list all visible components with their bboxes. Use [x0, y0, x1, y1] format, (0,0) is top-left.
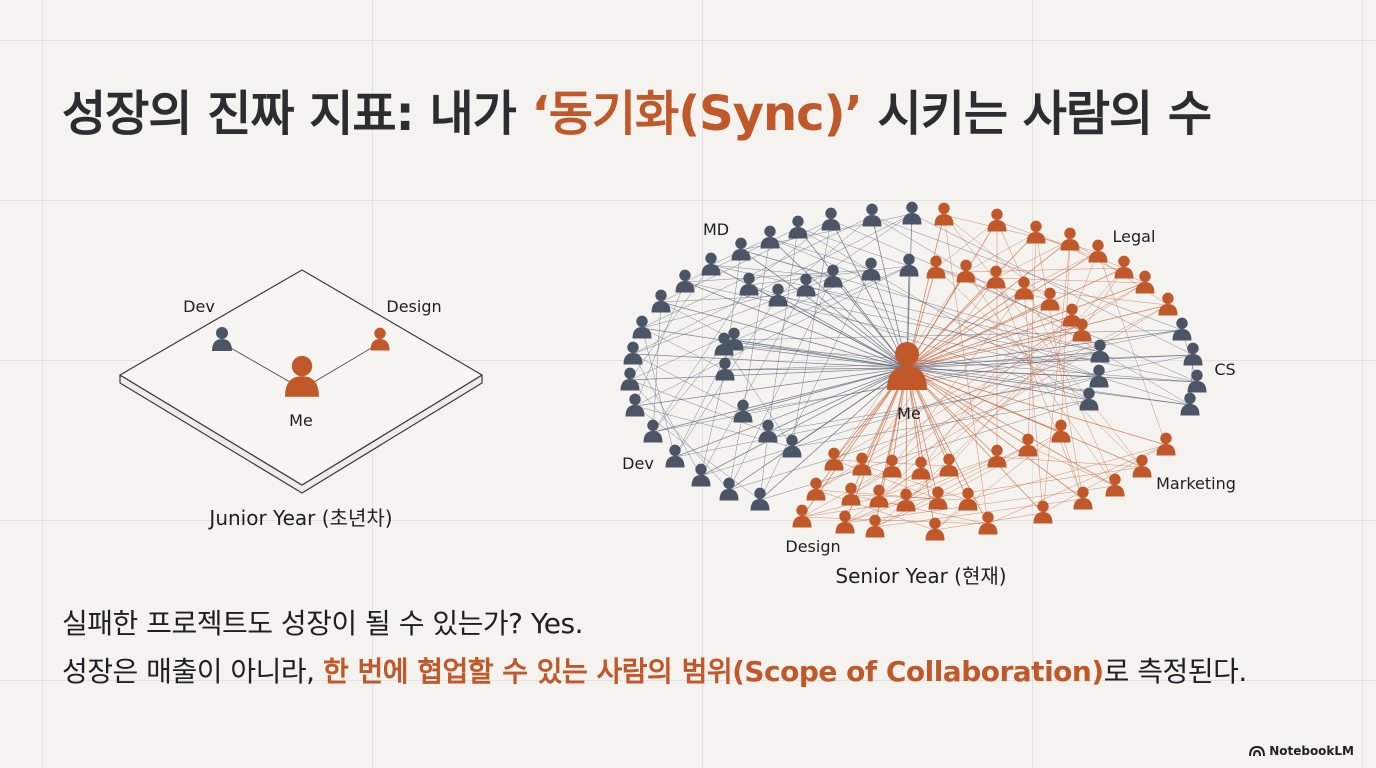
- senior-gray-person: [632, 315, 652, 339]
- page-title: 성장의 진짜 지표: 내가 ‘동기화(Sync)’ 시키는 사람의 수: [62, 74, 1213, 144]
- senior-orange-person: [1132, 454, 1152, 478]
- senior-orange-person: [1033, 500, 1053, 524]
- senior-gray-person: [1183, 342, 1203, 366]
- senior-gray-person: [701, 252, 721, 276]
- senior-gray-person: [651, 289, 671, 313]
- senior-me-label: Me: [897, 404, 921, 423]
- senior-gray-person: [620, 367, 640, 391]
- senior-orange-person: [1018, 433, 1038, 457]
- senior-gray-person: [715, 357, 735, 381]
- senior-caption: Senior Year (현재): [835, 564, 1006, 588]
- senior-orange-person: [896, 488, 916, 512]
- senior-gray-person: [899, 253, 919, 277]
- senior-dev-label: Dev: [622, 454, 654, 473]
- title-prefix: 성장의 진짜 지표: 내가: [62, 86, 532, 142]
- senior-gray-person: [760, 225, 780, 249]
- senior-orange-person: [956, 259, 976, 283]
- senior-gray-person: [1090, 339, 1110, 363]
- senior-gray-person: [862, 203, 882, 227]
- senior-gray-person: [731, 237, 751, 261]
- senior-gray-person: [643, 419, 663, 443]
- senior-orange-person: [987, 444, 1007, 468]
- senior-orange-person: [1135, 270, 1155, 294]
- senior-gray-person: [665, 444, 685, 468]
- senior-gray-person: [691, 463, 711, 487]
- junior-caption: Junior Year (초년차): [207, 506, 392, 530]
- senior-orange-person: [986, 265, 1006, 289]
- senior-orange-person: [926, 255, 946, 279]
- body-line-2-highlight: 한 번에 협업할 수 있는 사람의 범위(Scope of Collaborat…: [322, 655, 1104, 688]
- senior-cs-label: CS: [1214, 360, 1235, 379]
- junior-dev-label: Dev: [183, 297, 215, 316]
- senior-gray-person: [861, 257, 881, 281]
- body-line-2-prefix: 성장은 매출이 아니라,: [62, 655, 323, 688]
- senior-design-label: Design: [785, 537, 840, 556]
- senior-orange-person: [1051, 419, 1071, 443]
- senior-gray-person: [902, 201, 922, 225]
- junior-diagram: Dev Design Me Junior Year (초년차): [119, 269, 483, 530]
- notebooklm-logo: NotebookLM: [1249, 744, 1354, 758]
- senior-md-label: MD: [703, 220, 729, 239]
- senior-gray-person: [788, 215, 808, 239]
- senior-orange-person: [1156, 432, 1176, 456]
- senior-orange-person: [1060, 227, 1080, 251]
- title-suffix: 시키는 사람의 수: [861, 86, 1213, 142]
- senior-orange-person: [1073, 486, 1093, 510]
- junior-me-label: Me: [289, 411, 313, 430]
- senior-marketing-label: Marketing: [1156, 474, 1236, 493]
- senior-gray-person: [750, 487, 770, 511]
- senior-gray-person: [623, 341, 643, 365]
- title-highlight: ‘동기화(Sync)’: [531, 86, 862, 142]
- senior-orange-person: [1114, 255, 1134, 279]
- senior-orange-person: [1026, 220, 1046, 244]
- senior-gray-person: [821, 207, 841, 231]
- senior-orange-person: [1014, 276, 1034, 300]
- junior-design-label: Design: [386, 297, 441, 316]
- senior-orange-person: [987, 208, 1007, 232]
- senior-network: [620, 201, 1207, 541]
- notebooklm-icon: [1249, 745, 1266, 757]
- logo-text: NotebookLM: [1269, 744, 1354, 758]
- senior-legal-label: Legal: [1113, 227, 1156, 246]
- senior-orange-person: [939, 453, 959, 477]
- body-line-2: 성장은 매출이 아니라, 한 번에 협업할 수 있는 사람의 범위(Scope …: [62, 650, 1247, 690]
- body-line-2-suffix: 로 측정된다.: [1103, 655, 1248, 688]
- senior-orange-person: [1088, 239, 1108, 263]
- senior-gray-person: [675, 269, 695, 293]
- senior-gray-person: [1089, 364, 1109, 388]
- senior-gray-person: [1172, 317, 1192, 341]
- senior-gray-person: [1187, 369, 1207, 393]
- body-line-1: 실패한 프로젝트도 성장이 될 수 있는가? Yes.: [62, 607, 584, 640]
- senior-orange-person: [934, 202, 954, 226]
- senior-gray-person: [719, 477, 739, 501]
- senior-orange-person: [978, 511, 998, 535]
